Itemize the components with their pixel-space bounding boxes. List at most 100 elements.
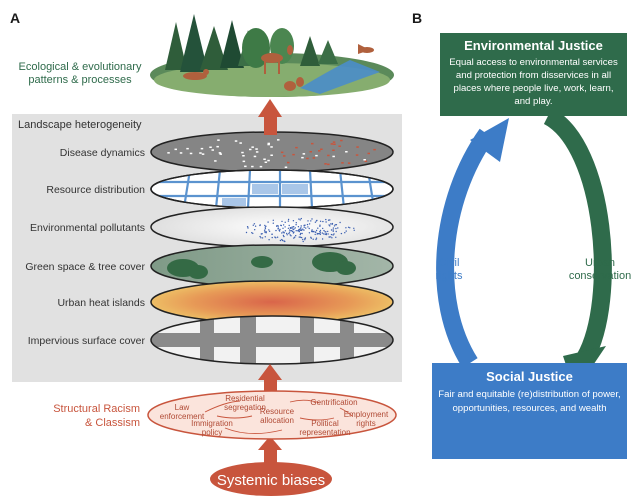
pollutant-dot	[252, 232, 254, 235]
ecological-label-line1: Ecological & evolutionary	[19, 61, 142, 73]
pollutant-dot	[315, 229, 318, 232]
disease-dot	[277, 139, 280, 141]
social-justice-box: Social Justice Fair and equitable (re)di…	[432, 363, 627, 459]
disease-dot	[315, 154, 318, 157]
pollutant-dot	[289, 234, 291, 236]
disease-dot	[312, 157, 316, 159]
pollutant-dot	[327, 230, 329, 233]
term-resource-1: Resource	[260, 407, 295, 416]
pollutant-dot	[293, 226, 295, 228]
disease-dots	[167, 139, 376, 168]
pollutant-dot	[293, 237, 295, 239]
term-resource-2: allocation	[260, 416, 294, 425]
panel-b-letter: B	[412, 10, 423, 26]
environmental-justice-box: Environmental Justice Equal access to en…	[440, 33, 627, 116]
pollutant-dot	[284, 240, 286, 243]
disease-dot	[216, 145, 219, 148]
disease-dot	[327, 154, 330, 157]
pollutant-dot	[279, 228, 281, 231]
pollutant-dot	[308, 232, 311, 234]
pollutant-dot	[321, 232, 324, 234]
term-law-1: Law	[175, 403, 190, 412]
pollutant-dot	[330, 229, 333, 231]
pollutant-dot	[308, 227, 310, 230]
disease-dot	[259, 165, 263, 168]
pollutant-dot	[314, 231, 316, 233]
urban-conservation-line1: Urban	[585, 257, 615, 269]
disease-dot	[292, 153, 295, 156]
pollutant-dot	[289, 227, 292, 229]
pollutant-dot	[282, 224, 285, 226]
disease-dot	[341, 162, 344, 164]
pollutant-dot	[335, 227, 337, 230]
disease-dot	[253, 155, 257, 158]
pollutant-dot	[330, 236, 332, 238]
pollutant-dot	[300, 232, 302, 235]
pollutant-dot	[344, 232, 346, 234]
pollutant-dot	[272, 219, 274, 221]
pollutant-dot	[305, 227, 307, 229]
connection-arrows	[204, 399, 353, 434]
pollutant-dot	[312, 238, 314, 240]
pollutant-dot	[304, 237, 307, 239]
pollutant-dot	[319, 220, 322, 222]
disease-dot	[330, 143, 334, 145]
civil-rights-line2: rights	[436, 270, 463, 282]
pollutant-dot	[300, 229, 303, 231]
pollutant-dot	[298, 229, 301, 231]
structural-label-line2: & Classism	[85, 417, 140, 429]
pollutant-dot	[271, 233, 273, 235]
structural-racism-ellipse	[147, 390, 397, 440]
disease-dot	[280, 151, 284, 154]
pollutant-dot	[278, 230, 281, 232]
pollutant-dot	[279, 239, 282, 242]
term-residential-1: Residential	[225, 394, 265, 403]
pollutant-dot	[314, 221, 317, 223]
pollutant-dot	[333, 233, 335, 235]
disease-dot	[211, 149, 214, 151]
pollutant-dot	[263, 229, 266, 231]
pollutant-dot	[282, 227, 284, 229]
pollutant-dot	[284, 226, 286, 228]
pollutant-dot	[284, 230, 287, 232]
pollutant-dot	[302, 240, 304, 243]
pollutant-dot	[317, 227, 319, 229]
disease-dot	[186, 147, 189, 150]
disease-dot	[251, 146, 254, 148]
pollutant-dot	[251, 232, 253, 234]
disease-dot	[264, 161, 268, 163]
disease-dot	[249, 148, 252, 151]
disease-dot	[241, 151, 244, 154]
pollutant-dot	[307, 220, 309, 222]
pollutant-dot	[304, 224, 306, 226]
pollutant-dot	[288, 229, 291, 231]
pollutant-dot	[281, 238, 283, 241]
pollutant-dot	[272, 222, 274, 224]
pollutant-dot	[254, 229, 256, 231]
term-law-2: enforcement	[160, 412, 205, 421]
pollutant-dot	[353, 227, 355, 229]
pollutant-dot	[287, 227, 290, 229]
pollutant-dot	[265, 225, 267, 227]
pollutant-dot	[310, 220, 312, 222]
pollutant-dot	[340, 232, 343, 235]
pollutant-dot	[300, 236, 303, 239]
disease-dot	[234, 140, 238, 142]
pollutant-dot	[294, 227, 296, 229]
pollutant-dot	[301, 232, 303, 235]
pollutant-dot	[319, 229, 322, 232]
pollutant-dot	[282, 231, 284, 233]
pollutant-dot	[264, 236, 266, 238]
pollutant-dot	[311, 230, 313, 232]
pollutant-dot	[291, 230, 294, 233]
disease-dot	[219, 153, 222, 155]
pollutant-dot	[345, 230, 347, 232]
pollutant-dot	[284, 221, 286, 223]
disease-dot	[301, 156, 304, 159]
disease-dot	[270, 154, 273, 156]
pollutant-dot	[286, 232, 288, 235]
disease-dot	[217, 139, 220, 141]
pollutant-dot	[268, 229, 270, 231]
layer-label-green: Green space & tree cover	[25, 261, 145, 273]
disease-dot	[174, 148, 177, 151]
